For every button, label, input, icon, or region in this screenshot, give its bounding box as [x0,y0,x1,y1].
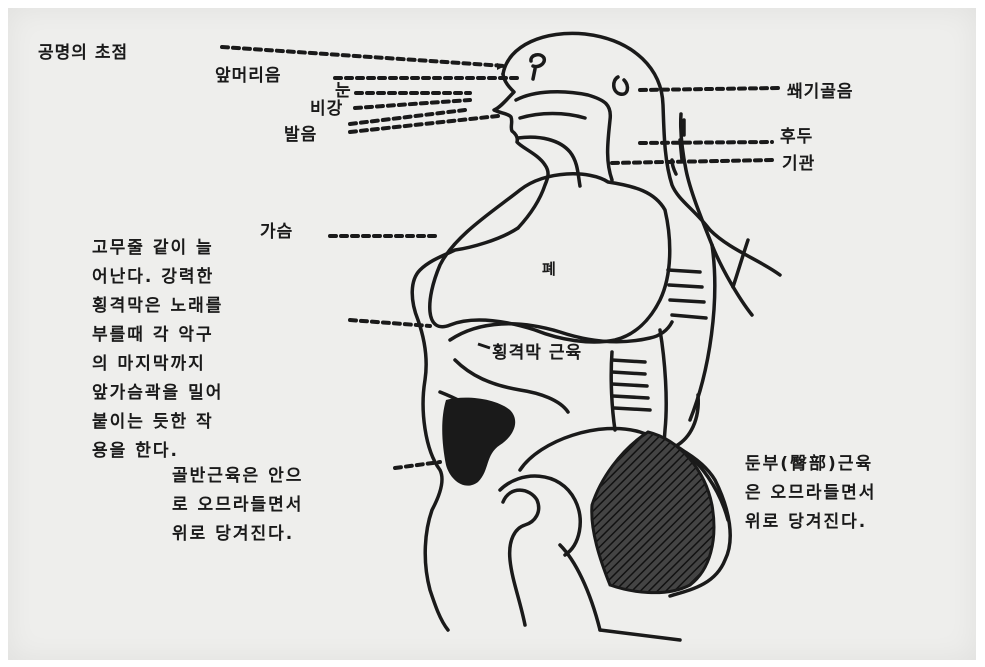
gluteal-description-line: 위로 당겨진다. [745,508,876,537]
label-trachea: 기관 [782,149,815,174]
label-occipital: 쐐기골음 [787,77,854,102]
chest-description-line: 부를때 각 악구 [92,321,223,350]
chest-description-line: 어난다. 강력한 [92,263,223,292]
leader-trachea [612,160,772,163]
label-front-head: 앞머리음 [215,61,282,86]
pelvic-description-line: 로 오므라들면서 [172,491,303,520]
label-chest: 가슴 [260,217,293,242]
palate-contour [520,114,585,119]
chest-description: 고무줄 같이 늘 어난다. 강력한 횡격막은 노래를 부를때 각 악구 의 마지… [92,234,223,466]
ear-shape [614,77,628,94]
chest-description-line: 고무줄 같이 늘 [92,234,223,263]
pelvic-description-line: 위로 당겨진다. [172,520,303,549]
chest-description-line: 횡격막은 노래를 [92,292,223,321]
gluteal-description: 둔부(臀部)근육 은 오므라들면서 위로 당겨진다. [745,450,876,537]
pelvic-muscle-shading [442,398,515,486]
leader-larynx [640,142,772,143]
eye-shape [531,55,544,67]
chest-description-line: 의 마지막까지 [92,350,223,379]
femur-outline [503,490,539,625]
leader-nasal [355,100,470,108]
pelvic-description-line: 골반근육은 안으 [172,462,303,491]
chest-description-line: 앞가슴곽을 밀어 [92,379,223,408]
label-pronunciation: 발음 [284,120,317,145]
gluteal-muscle-shading [592,432,714,593]
label-diaphragm-muscle: 횡격막 근육 [492,338,582,363]
label-resonance-focus: 공명의 초점 [38,38,128,63]
label-larynx: 후두 [780,122,813,147]
leader-pronunciation-2 [350,116,498,132]
leader-occipital [640,88,780,90]
label-nasal-cavity: 비강 [310,94,343,119]
pelvic-description: 골반근육은 안으 로 오므라들면서 위로 당겨진다. [172,462,303,549]
label-lung: 폐 [542,258,557,279]
head-outline [503,33,710,230]
gluteal-description-line: 둔부(臀部)근육 [745,450,876,479]
chest-description-line: 붙이는 듯한 작 [92,408,223,437]
leader-pelvic [395,462,440,468]
gluteal-description-line: 은 오므라들면서 [745,479,876,508]
